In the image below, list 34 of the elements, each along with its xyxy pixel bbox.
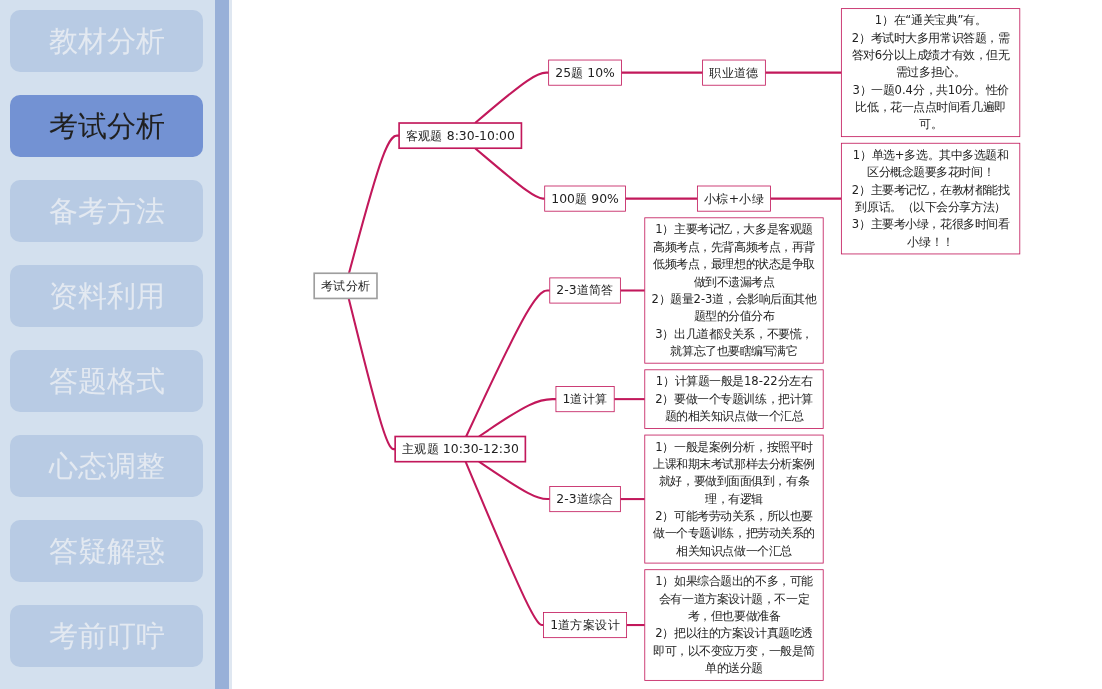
node-box: 100题 90% <box>544 185 626 212</box>
node-box: 2-3道综合 <box>549 486 621 513</box>
connector <box>625 197 698 200</box>
node-box: 考试分析 <box>313 272 378 300</box>
node-box: 1道计算 <box>555 386 615 413</box>
node-box: 小棕+小绿 <box>697 185 771 212</box>
connector <box>474 147 545 200</box>
connector <box>348 134 400 274</box>
connector <box>474 71 549 124</box>
connector <box>464 461 544 627</box>
node-box: 主观题 10:30-12:30 <box>394 435 527 463</box>
node-box: 1）单选+多选。其中多选题和区分概念题要多花时间！ 2）主要考记忆，在教材都能找到原话。（以下会分享方法） 3）主要考小绿，花很多时间看小绿！！ <box>840 142 1021 255</box>
node-box: 1）主要考记忆，大多是客观题高频考点，先背高频考点，再背低频考点，最理想的状态是争取做到不遗漏考点 2）题量2-3道，会影响后面其他题型的分值分布 3）出几道都没关系，不要慌，就算忘了也要瞎编写满它 <box>644 217 824 364</box>
node-box: 1）计算题一般是18-22分左右 2）要做一个专题训练，把计算题的相关知识点做一个汇总 <box>644 369 824 429</box>
node-box: 1道方案设计 <box>543 612 627 639</box>
menu-tab: 考试分析 <box>10 95 203 157</box>
connector <box>347 298 396 451</box>
node-box: 1）在“通关宝典”有。 2）考试时大多用常识答题，需答对6分以上成绩才有效，但无需过多担心。 3）一题0.4分，共10分。性价比低，花一点点时间看几遍即可。 <box>840 8 1021 138</box>
node-box: 25题 10% <box>548 59 622 86</box>
connector <box>621 71 703 74</box>
connector <box>620 498 645 501</box>
connector <box>478 398 556 438</box>
connector <box>478 460 550 501</box>
node-box: 职业道德 <box>702 59 766 86</box>
connector <box>465 289 550 437</box>
connector <box>626 624 645 627</box>
node-box: 2-3道简答 <box>549 277 621 304</box>
connector <box>765 71 842 74</box>
connector <box>614 398 645 401</box>
node-box: 客观题 8:30-10:00 <box>398 122 523 150</box>
node-box: 1）如果综合题出的不多，可能会有一道方案设计题，不一定考，但也要做准备 2）把以往的方案设计真题吃透即可，以不变应万变，一般是简单的送分题 <box>644 569 824 681</box>
connector <box>620 289 645 292</box>
connector <box>770 197 842 200</box>
node-box: 1）一般是案例分析，按照平时上课和期末考试那样去分析案例就好，要做到面面俱到，有条理，有逻辑 2）可能考劳动关系，所以也要做一个专题训练，把劳动关系的相关知识点做一个汇总 <box>644 434 824 564</box>
